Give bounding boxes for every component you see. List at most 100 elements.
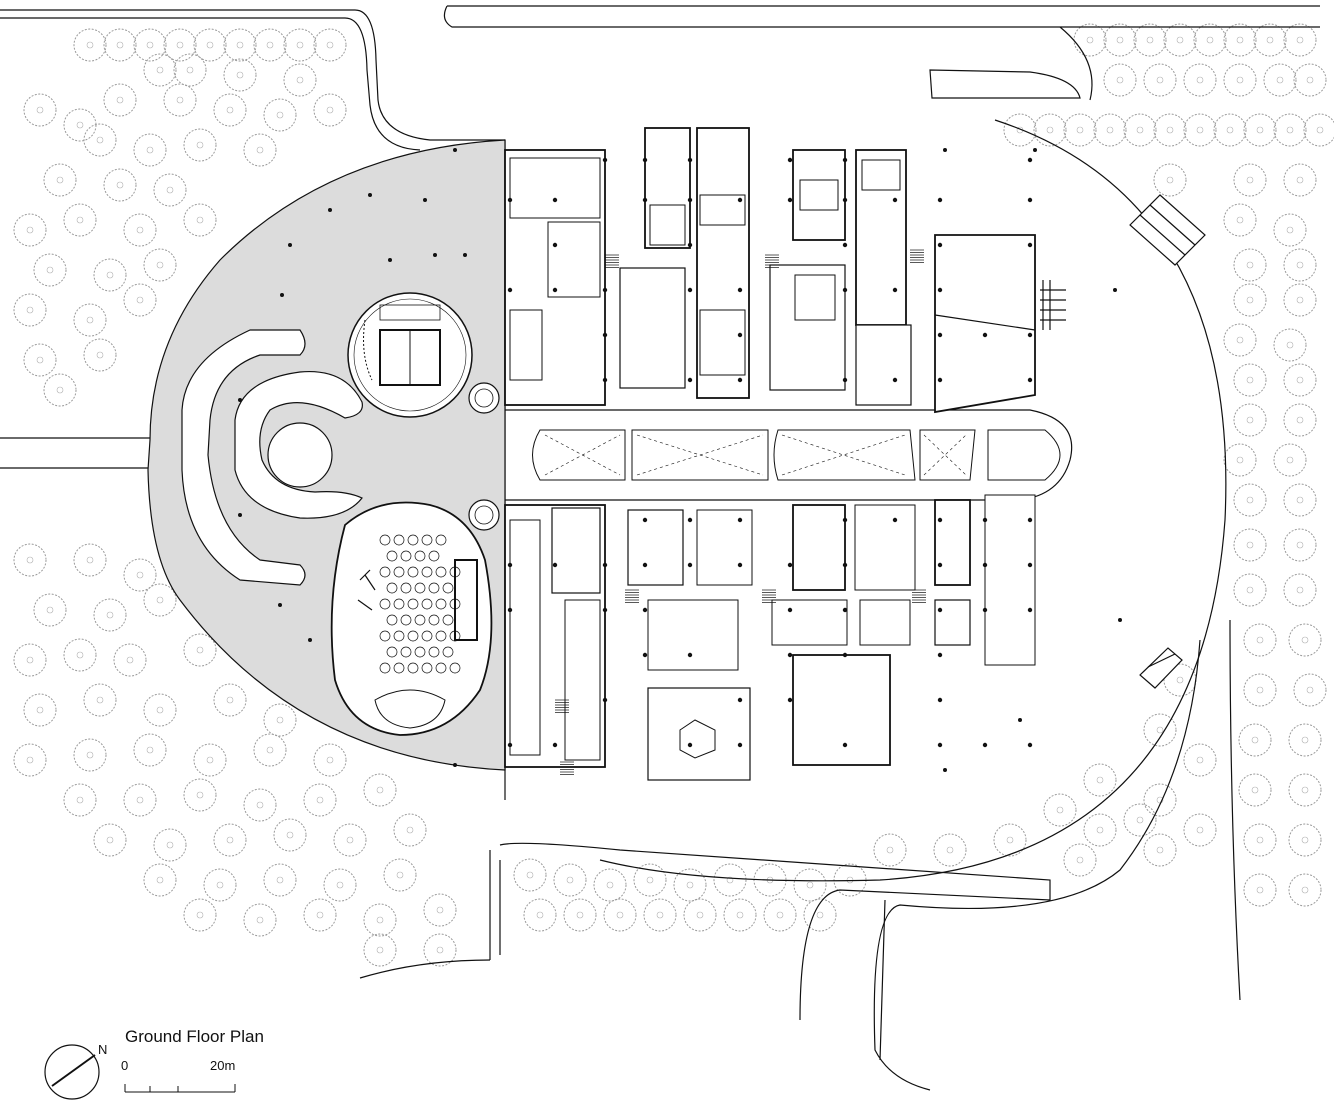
structural-column bbox=[788, 198, 792, 202]
tree-canopy bbox=[724, 899, 756, 931]
tree-canopy bbox=[1234, 529, 1266, 561]
structural-column bbox=[938, 333, 942, 337]
structural-column bbox=[508, 608, 512, 612]
tree-canopy bbox=[194, 744, 226, 776]
tree-canopy bbox=[594, 869, 626, 901]
tree-canopy bbox=[1154, 164, 1186, 196]
tree-canopy bbox=[1244, 674, 1276, 706]
structural-column bbox=[788, 158, 792, 162]
tree-canopy bbox=[714, 864, 746, 896]
tree-canopy bbox=[1144, 64, 1176, 96]
tree-canopy bbox=[1284, 404, 1316, 436]
structural-column bbox=[983, 608, 987, 612]
tree-canopy bbox=[1224, 24, 1256, 56]
tree-canopy bbox=[264, 704, 296, 736]
structural-column bbox=[603, 288, 607, 292]
tree-canopy bbox=[94, 259, 126, 291]
tree-canopy bbox=[1284, 24, 1316, 56]
tree-canopy bbox=[34, 594, 66, 626]
structural-column bbox=[843, 243, 847, 247]
structural-column bbox=[843, 378, 847, 382]
tree-canopy bbox=[44, 374, 76, 406]
structural-column bbox=[1028, 518, 1032, 522]
structural-column bbox=[788, 653, 792, 657]
tree-canopy bbox=[524, 899, 556, 931]
tree-canopy bbox=[1244, 624, 1276, 656]
tree-canopy bbox=[174, 54, 206, 86]
structural-column bbox=[983, 518, 987, 522]
tree-canopy bbox=[134, 734, 166, 766]
structural-column bbox=[893, 378, 897, 382]
tree-canopy bbox=[224, 59, 256, 91]
tree-canopy bbox=[64, 784, 96, 816]
tree-canopy bbox=[1144, 834, 1176, 866]
structural-column bbox=[553, 743, 557, 747]
structural-column bbox=[843, 198, 847, 202]
structural-column bbox=[603, 563, 607, 567]
structural-column bbox=[603, 698, 607, 702]
tree-canopy bbox=[1244, 114, 1276, 146]
tree-canopy bbox=[214, 824, 246, 856]
tree-canopy bbox=[1184, 814, 1216, 846]
tree-canopy bbox=[14, 644, 46, 676]
tree-canopy bbox=[1244, 824, 1276, 856]
tree-canopy bbox=[1294, 674, 1326, 706]
tree-canopy bbox=[1274, 114, 1306, 146]
tree-canopy bbox=[114, 644, 146, 676]
tree-canopy bbox=[1124, 804, 1156, 836]
tree-canopy bbox=[314, 29, 346, 61]
tree-canopy bbox=[84, 124, 116, 156]
structural-column bbox=[788, 608, 792, 612]
tree-canopy bbox=[1034, 114, 1066, 146]
tree-canopy bbox=[224, 29, 256, 61]
tree-canopy bbox=[274, 819, 306, 851]
tree-canopy bbox=[794, 869, 826, 901]
tree-canopy bbox=[1284, 164, 1316, 196]
tree-canopy bbox=[14, 744, 46, 776]
tree-canopy bbox=[1284, 284, 1316, 316]
tree-canopy bbox=[1289, 824, 1321, 856]
tree-canopy bbox=[74, 29, 106, 61]
tree-canopy bbox=[1064, 114, 1096, 146]
tree-canopy bbox=[134, 29, 166, 61]
tree-canopy bbox=[244, 789, 276, 821]
tree-canopy bbox=[284, 29, 316, 61]
structural-column bbox=[508, 743, 512, 747]
tree-canopy bbox=[514, 859, 546, 891]
tree-canopy bbox=[74, 544, 106, 576]
structural-column bbox=[788, 563, 792, 567]
dining-hall bbox=[332, 503, 492, 736]
tree-canopy bbox=[634, 864, 666, 896]
structural-column bbox=[738, 198, 742, 202]
tree-canopy bbox=[124, 284, 156, 316]
structural-column bbox=[603, 158, 607, 162]
tree-canopy bbox=[134, 134, 166, 166]
structural-column bbox=[553, 198, 557, 202]
structural-column bbox=[983, 563, 987, 567]
tree-canopy bbox=[1234, 284, 1266, 316]
tree-canopy bbox=[284, 64, 316, 96]
structural-column bbox=[938, 563, 942, 567]
tree-canopy bbox=[84, 339, 116, 371]
tree-canopy bbox=[1224, 64, 1256, 96]
structural-column bbox=[893, 518, 897, 522]
structural-column bbox=[938, 653, 942, 657]
structural-column bbox=[938, 743, 942, 747]
tree-canopy bbox=[1094, 114, 1126, 146]
tree-canopy bbox=[264, 864, 296, 896]
tree-canopy bbox=[1289, 624, 1321, 656]
structural-column bbox=[843, 288, 847, 292]
central-spine bbox=[505, 410, 1072, 500]
tree-canopy bbox=[1144, 784, 1176, 816]
structural-column bbox=[688, 653, 692, 657]
tree-canopy bbox=[1284, 484, 1316, 516]
structural-column bbox=[643, 198, 647, 202]
tree-canopy bbox=[194, 29, 226, 61]
tree-canopy bbox=[1274, 214, 1306, 246]
tree-canopy bbox=[1154, 114, 1186, 146]
tree-canopy bbox=[44, 164, 76, 196]
tree-canopy bbox=[14, 294, 46, 326]
tree-canopy bbox=[184, 204, 216, 236]
tree-canopy bbox=[1284, 529, 1316, 561]
